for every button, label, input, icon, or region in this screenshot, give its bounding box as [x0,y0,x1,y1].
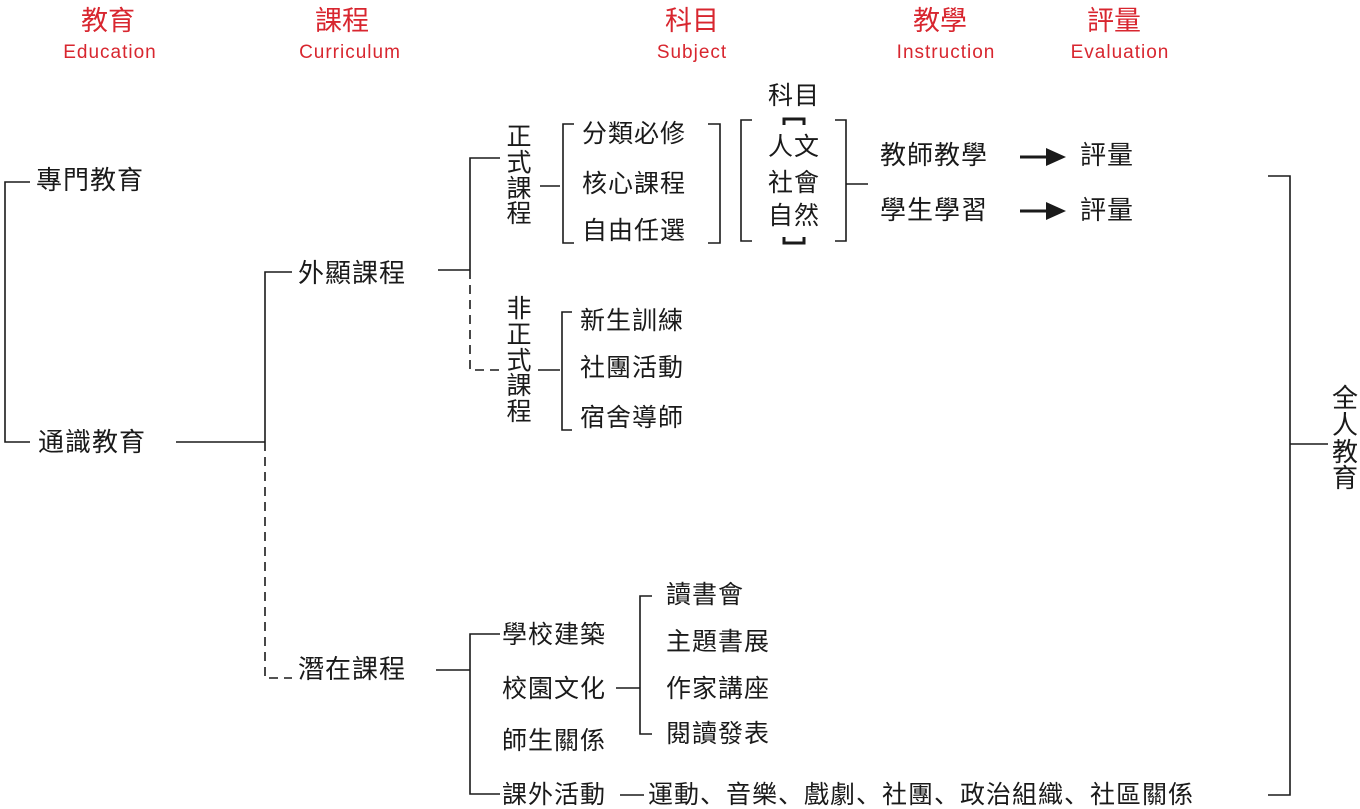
explicit-branch [264,271,292,442]
header-instruction-en: Instruction [896,42,996,63]
culture-item: 主題書展 [666,627,771,656]
informal-items-bracket [561,311,572,431]
informal-item: 宿舍導師 [580,403,685,432]
header-evaluation-en: Evaluation [1070,42,1170,63]
teacher-teaching: 教師教學 [880,141,989,171]
header-curriculum-zh: 課程 [315,6,369,37]
explicit-curriculum: 外顯課程 [298,259,407,289]
formal-branch [469,157,500,270]
hidden-item: 師生關係 [502,726,607,755]
formal-curriculum-label: 正式課程 [506,122,532,229]
subject-item: 自然 [768,201,821,230]
informal-item: 社團活動 [580,353,685,382]
culture-item: 閱讀發表 [666,719,771,748]
subjects-bottom-mark [782,237,806,245]
hidden-item: 學校建築 [502,620,607,649]
teacher-arrow-head [1046,148,1066,166]
formal-item: 自由任選 [582,216,687,245]
subjects-title: 科目 [768,81,821,110]
evaluation-student: 評量 [1080,196,1135,226]
informal-branch [469,270,500,371]
header-education-zh: 教育 [81,6,135,37]
subjects-top-mark [782,117,806,125]
student-learning: 學生學習 [880,196,989,226]
whole-person-bracket [1268,175,1291,796]
subjects-open-bracket [740,119,752,242]
header-instruction-zh: 教學 [913,6,967,37]
header-subject-en: Subject [656,42,728,63]
professional-education: 專門教育 [36,166,145,196]
extracurricular-activities: 運動、音樂、戲劇、社團、政治組織、社區關係 [648,780,1195,809]
formal-item: 核心課程 [582,169,687,198]
hidden-branch [264,442,292,679]
subjects-close-bracket [835,119,847,242]
header-evaluation-zh: 評量 [1087,6,1141,37]
informal-item: 新生訓練 [580,306,685,335]
culture-item: 作家講座 [666,674,771,703]
header-curriculum-en: Curriculum [299,42,401,63]
hidden-curriculum: 潛在課程 [298,655,407,685]
informal-curriculum-label: 非正式課程 [506,294,532,426]
courses-close-bracket [708,123,721,244]
header-education-en: Education [63,42,157,63]
subject-item: 人文 [768,132,821,161]
subject-item: 社會 [768,168,821,197]
hidden-item: 校園文化 [502,674,607,703]
culture-item: 讀書會 [666,580,745,609]
education-bracket [4,181,30,443]
hidden-items-branch [469,633,500,795]
culture-items-bracket [639,595,652,735]
student-arrow-head [1046,202,1066,220]
evaluation-teacher: 評量 [1080,141,1135,171]
whole-person-education: 全人教育 [1331,384,1358,495]
header-subject-zh: 科目 [665,6,719,37]
extracurricular-label: 課外活動 [502,780,607,809]
formal-courses-bracket [562,123,574,244]
formal-item: 分類必修 [582,119,687,148]
general-education: 通識教育 [38,428,147,458]
